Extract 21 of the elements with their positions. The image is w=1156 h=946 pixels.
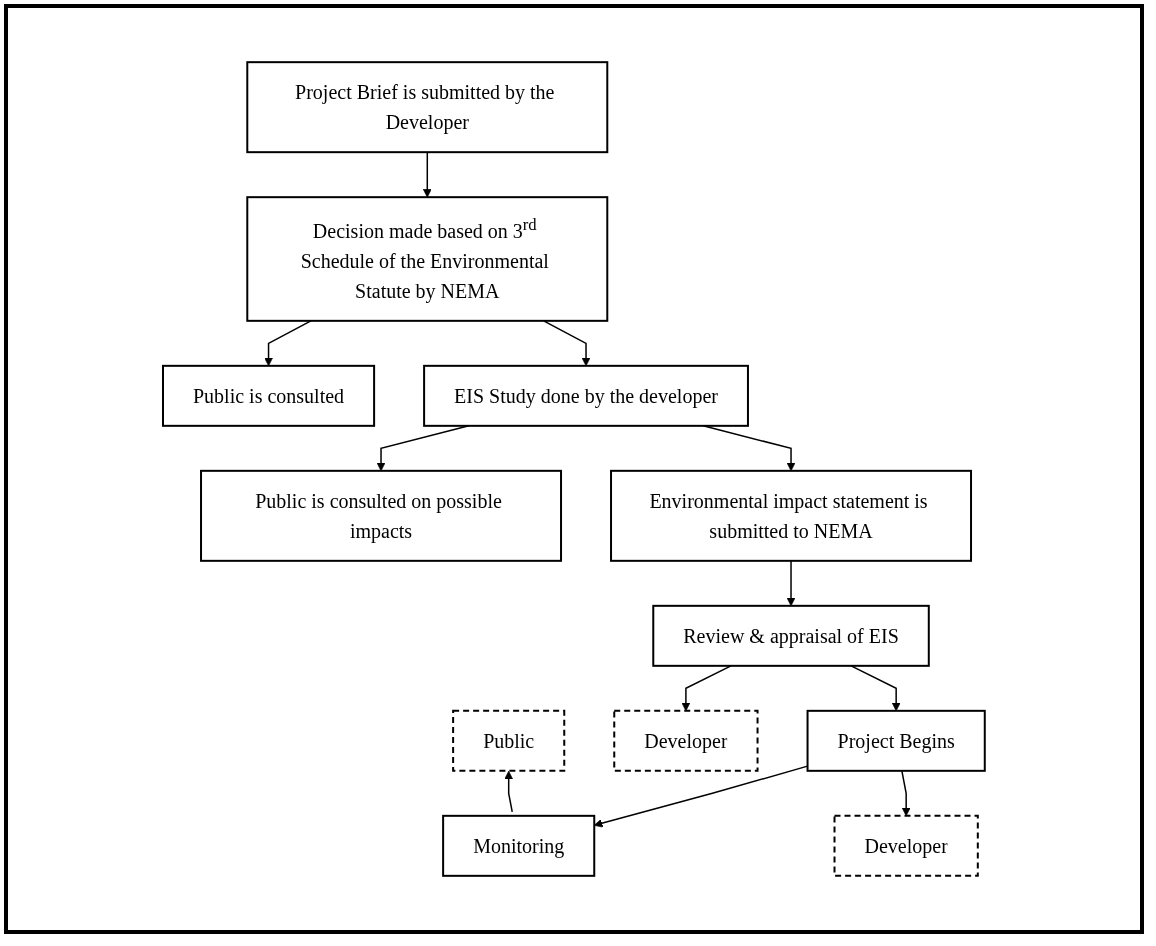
arrow: [543, 320, 591, 367]
node-box: [652, 604, 930, 667]
node-box: [200, 469, 563, 562]
node-box: [610, 469, 973, 562]
arrow: [423, 151, 432, 198]
arrow: [504, 770, 514, 813]
node-box: [442, 814, 596, 877]
node-box: [162, 364, 376, 427]
arrow: [850, 665, 901, 712]
arrow: [901, 770, 911, 817]
node-box: [806, 709, 986, 772]
arrow: [681, 665, 732, 712]
arrow: [786, 560, 796, 607]
node-box: [613, 709, 759, 772]
node-box: [452, 709, 566, 772]
diagram-frame: Project Brief is submitted by the Developer Decision made based on 3$^{rd}$ Schedule of the Environmental Statute by NEMA Public is consulted EIS Study done by the developer Public is consulted on possible impacts Environmental impact statement is submitted to NEMA Public Review & appraisal of EIS Developer Monitoring Project Begins Developer: [4, 4, 1144, 934]
node-box: [246, 196, 609, 322]
node-box: [833, 814, 979, 877]
node-box: [423, 364, 750, 427]
node-box: [246, 61, 609, 154]
arrow: [264, 320, 312, 367]
